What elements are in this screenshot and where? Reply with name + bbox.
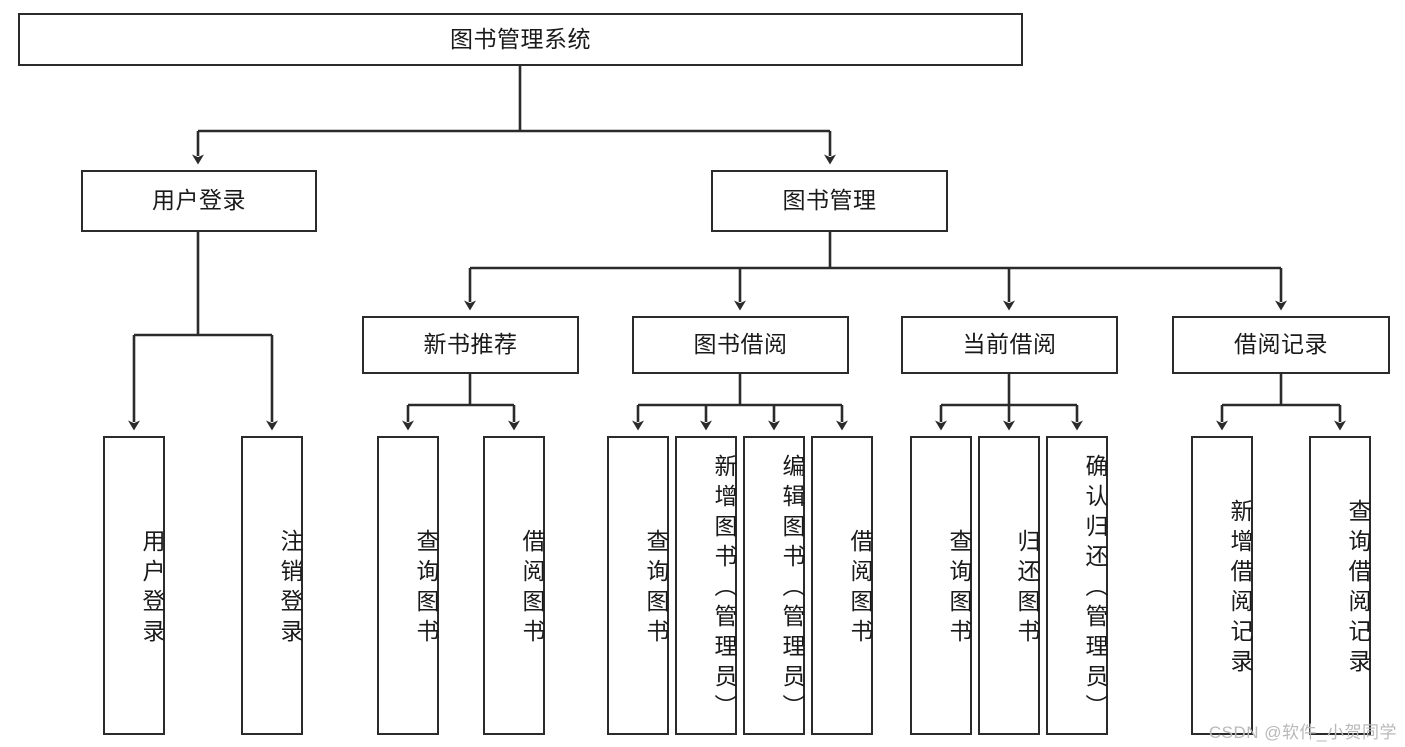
- leaf-borrow-book-1[interactable]: 借阅图书: [483, 436, 545, 735]
- leaf-query-book-3[interactable]: 查询图书: [910, 436, 972, 735]
- node-book-manage-label: 图书管理: [782, 187, 877, 214]
- leaf-borrow-book-2[interactable]: 借阅图书: [811, 436, 873, 735]
- leaf-add-borrow-record-label: 新增借阅记录: [1227, 498, 1253, 679]
- node-current-borrow[interactable]: 当前借阅: [901, 316, 1118, 374]
- node-new-book-recommend[interactable]: 新书推荐: [362, 316, 579, 374]
- node-borrow-record[interactable]: 借阅记录: [1172, 316, 1390, 374]
- node-user-login[interactable]: 用户登录: [81, 170, 317, 232]
- leaf-query-borrow-record[interactable]: 查询借阅记录: [1309, 436, 1371, 735]
- node-borrow-record-label: 借阅记录: [1234, 331, 1328, 358]
- node-book-manage[interactable]: 图书管理: [711, 170, 948, 232]
- leaf-user-login[interactable]: 用户登录: [103, 436, 165, 735]
- leaf-query-book-2-label: 查询图书: [643, 528, 669, 649]
- leaf-user-login-label: 用户登录: [139, 528, 165, 649]
- leaf-borrow-book-1-label: 借阅图书: [519, 528, 545, 649]
- leaf-borrow-book-2-label: 借阅图书: [847, 528, 873, 649]
- leaf-add-book-label: 新增图书（管理员）: [711, 453, 737, 724]
- node-user-login-label: 用户登录: [152, 187, 246, 214]
- leaf-add-borrow-record[interactable]: 新增借阅记录: [1191, 436, 1253, 735]
- leaf-query-book-3-label: 查询图书: [946, 528, 972, 649]
- node-new-book-recommend-label: 新书推荐: [423, 331, 518, 358]
- leaf-edit-book[interactable]: 编辑图书（管理员）: [743, 436, 805, 735]
- node-current-borrow-label: 当前借阅: [962, 331, 1057, 358]
- csdn-watermark: CSDN @软件_小贺同学: [1208, 723, 1397, 742]
- leaf-confirm-return-label: 确认归还（管理员）: [1082, 453, 1108, 724]
- leaf-return-book-label: 归还图书: [1014, 528, 1040, 649]
- node-book-borrow-label: 图书借阅: [693, 331, 788, 358]
- leaf-logout-login-label: 注销登录: [277, 528, 303, 649]
- leaf-query-book-1-label: 查询图书: [413, 528, 439, 649]
- leaf-confirm-return[interactable]: 确认归还（管理员）: [1046, 436, 1108, 735]
- leaf-query-book-2[interactable]: 查询图书: [607, 436, 669, 735]
- leaf-query-borrow-record-label: 查询借阅记录: [1345, 498, 1371, 679]
- node-root-label: 图书管理系统: [450, 25, 591, 52]
- leaf-return-book[interactable]: 归还图书: [978, 436, 1040, 735]
- leaf-logout-login[interactable]: 注销登录: [241, 436, 303, 735]
- leaf-add-book[interactable]: 新增图书（管理员）: [675, 436, 737, 735]
- node-book-borrow[interactable]: 图书借阅: [632, 316, 849, 374]
- leaf-query-book-1[interactable]: 查询图书: [377, 436, 439, 735]
- leaf-edit-book-label: 编辑图书（管理员）: [779, 453, 805, 724]
- node-root[interactable]: 图书管理系统: [18, 13, 1023, 66]
